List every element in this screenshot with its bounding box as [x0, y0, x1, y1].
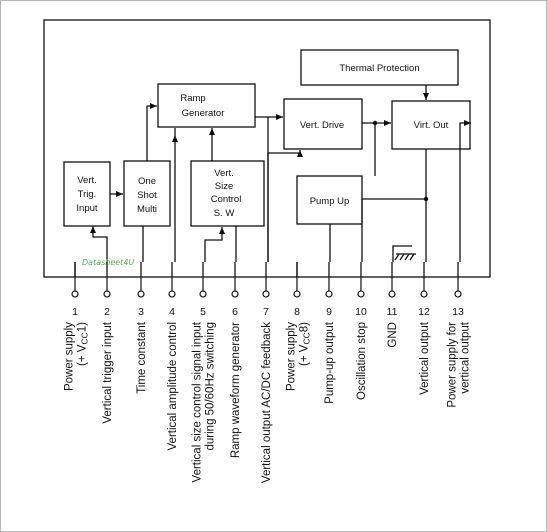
pin-11-label-1: GND: [387, 322, 399, 348]
pin-8-label-1: Power supply: [286, 322, 298, 391]
thermal-protection-block: [300, 49, 459, 86]
pin-13-number: 13: [452, 306, 464, 318]
pin-10-number: 10: [355, 306, 367, 318]
size-ctrl-label-1: Vert.: [214, 168, 234, 179]
pump-up-label: Pump Up: [310, 196, 350, 207]
pin-10-terminal: [357, 290, 365, 298]
vert-trig-label-2: Trig.: [78, 189, 97, 200]
pin-4-terminal: [168, 290, 176, 298]
pin-9-number: 9: [326, 306, 332, 318]
pin-3-terminal: [137, 290, 145, 298]
pin-8-terminal: [293, 290, 301, 298]
pin-1-terminal: [71, 290, 79, 298]
pin-2-number: 2: [104, 306, 110, 318]
watermark: Datasheet4U: [82, 258, 134, 267]
pin-1-number: 1: [72, 306, 78, 318]
virt-out-label: Virt. Out: [414, 120, 449, 131]
size-ctrl-label-2: Size: [215, 181, 233, 192]
pin-4-number: 4: [169, 306, 175, 318]
pin-12-label-1: Vertical output: [419, 321, 431, 395]
vert-size-control-block: [190, 160, 265, 227]
pin-10-label-1: Oscillation stop: [356, 322, 368, 400]
ramp-generator-block: [157, 83, 256, 128]
ramp-label-1: Ramp: [180, 93, 205, 104]
vert-trig-label-1: Vert.: [77, 175, 97, 186]
pin-11-number: 11: [387, 306, 398, 318]
pin-6-label-1: Ramp waveform generator: [230, 322, 242, 458]
pin-8-label-2: (+ VCC8): [299, 322, 312, 366]
pin-9-terminal: [325, 290, 333, 298]
one-shot-multi-block: [123, 160, 171, 227]
pin-7-number: 7: [263, 306, 269, 318]
pin-13-label-2: vertical output: [460, 321, 472, 393]
pin-6-terminal: [231, 290, 239, 298]
vert-drive-label: Vert. Drive: [300, 120, 344, 131]
pin-5-number: 5: [200, 306, 206, 318]
pin-5-terminal: [199, 290, 207, 298]
pin-12-terminal: [420, 290, 428, 298]
pin-5-label-2: during 50/60Hz switching: [205, 322, 217, 451]
vert-drive-block: [283, 98, 363, 150]
pin-1-label-1: Power supply: [64, 322, 76, 391]
size-ctrl-label-3: Control: [211, 194, 242, 205]
pin-4-label-1: Vertical amplitude control: [167, 322, 179, 450]
virt-out-block: [391, 100, 471, 150]
vert-trig-input-block: [63, 161, 111, 227]
signal-lines: [110, 85, 429, 262]
pin-13-terminal: [454, 290, 462, 298]
pin-5-label-1: Vertical size control signal input: [192, 321, 204, 482]
pin-6-number: 6: [232, 306, 238, 318]
pin-1-label-2: (+ VCC1): [77, 322, 90, 366]
pin-3-number: 3: [138, 306, 144, 318]
size-ctrl-label-4: S. W: [214, 208, 235, 219]
pin-8-number: 8: [294, 306, 300, 318]
pin-7-terminal: [262, 290, 270, 298]
ramp-label-2: Generator: [182, 108, 225, 119]
pin-13-label-1: Power supply for: [447, 322, 459, 408]
one-shot-label-2: Shot: [137, 190, 157, 201]
pin-11-terminal: [388, 290, 396, 298]
pump-up-block: [296, 175, 363, 225]
ic-outline: [43, 19, 491, 278]
pin-9-label-1: Pump-up output: [324, 321, 336, 404]
pin-leads: [74, 117, 471, 277]
pin-2-terminal: [103, 290, 111, 298]
pin-12-number: 12: [418, 306, 430, 318]
pin-2-label-1: Vertical trigger input: [102, 321, 114, 423]
pin-3-label-1: Time constant: [136, 321, 148, 394]
thermal-protection-label: Thermal Protection: [339, 63, 419, 74]
vert-trig-label-3: Input: [76, 203, 97, 214]
one-shot-label-1: One: [138, 176, 156, 187]
pin-7-label-1: Vertical output AC/DC feedback: [261, 322, 273, 483]
one-shot-label-3: Multi: [137, 204, 157, 215]
